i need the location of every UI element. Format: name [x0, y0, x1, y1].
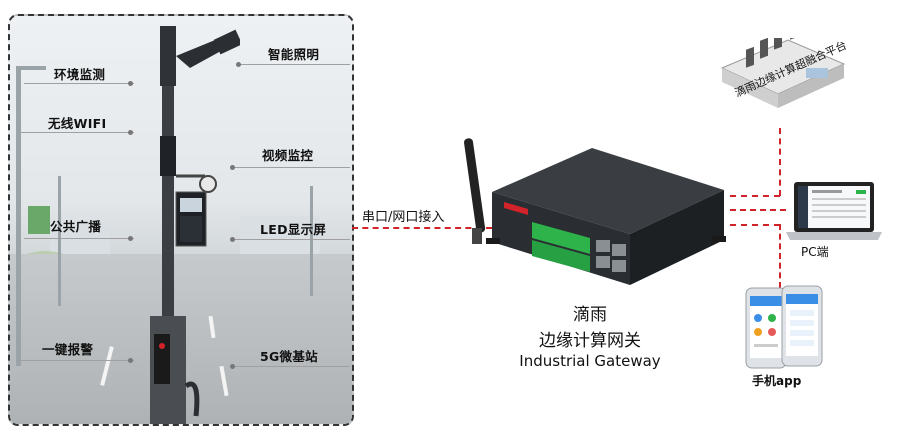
leader-dot	[230, 364, 235, 369]
leader-dot	[230, 237, 235, 242]
distant-pole	[16, 66, 21, 366]
gateway-device	[464, 138, 726, 285]
distant-pole-arm	[16, 66, 46, 70]
feature-label-5g: 5G微基站	[260, 349, 318, 364]
pc-laptop-image	[786, 182, 882, 240]
leader-dot	[128, 236, 133, 241]
leader-line	[20, 360, 134, 361]
feature-label-env: 环境监测	[54, 67, 106, 82]
leader-line	[24, 238, 134, 239]
leader-line	[232, 239, 350, 240]
link-line-serial	[352, 227, 492, 229]
distant-pole	[58, 176, 61, 306]
app-label: 手机app	[752, 374, 802, 388]
feature-label-alarm: 一键报警	[42, 342, 94, 357]
leader-dot	[128, 81, 133, 86]
pc-label: PC端	[801, 245, 829, 259]
mobile-app-image	[745, 285, 823, 369]
leader-dot	[230, 165, 235, 170]
gateway-brand: 滴雨	[573, 305, 607, 325]
smart-pole-panel: 环境监测 无线WIFI 公共广播 一键报警 智能照明 视频监控 LED显示屏 5…	[8, 14, 354, 426]
leader-dot	[128, 130, 133, 135]
feature-label-led: LED显示屏	[260, 222, 327, 237]
gateway-subtitle: 边缘计算网关	[539, 331, 641, 351]
feature-label-video: 视频监控	[262, 148, 314, 163]
leader-line	[238, 64, 350, 65]
feature-label-wifi: 无线WIFI	[48, 116, 107, 131]
leader-dot	[128, 358, 133, 363]
distant-sign	[28, 206, 50, 234]
leader-line	[232, 167, 350, 168]
leader-line	[232, 366, 350, 367]
feature-label-broadcast: 公共广播	[50, 219, 102, 234]
link-line-app-vertical	[779, 224, 781, 288]
platform-room-image	[720, 38, 846, 108]
link-label: 串口/网口接入	[362, 210, 445, 225]
smart-pole	[150, 26, 240, 424]
leader-line	[24, 83, 134, 84]
leader-line	[20, 132, 134, 133]
link-line-pc	[730, 209, 786, 211]
link-line-platform	[730, 195, 780, 197]
distant-pole	[310, 186, 313, 296]
link-line-platform-vertical	[779, 128, 781, 196]
leader-dot	[236, 62, 241, 67]
link-line-app	[730, 224, 780, 226]
gateway-english-name: Industrial Gateway	[519, 352, 661, 370]
feature-label-lighting: 智能照明	[268, 47, 320, 62]
